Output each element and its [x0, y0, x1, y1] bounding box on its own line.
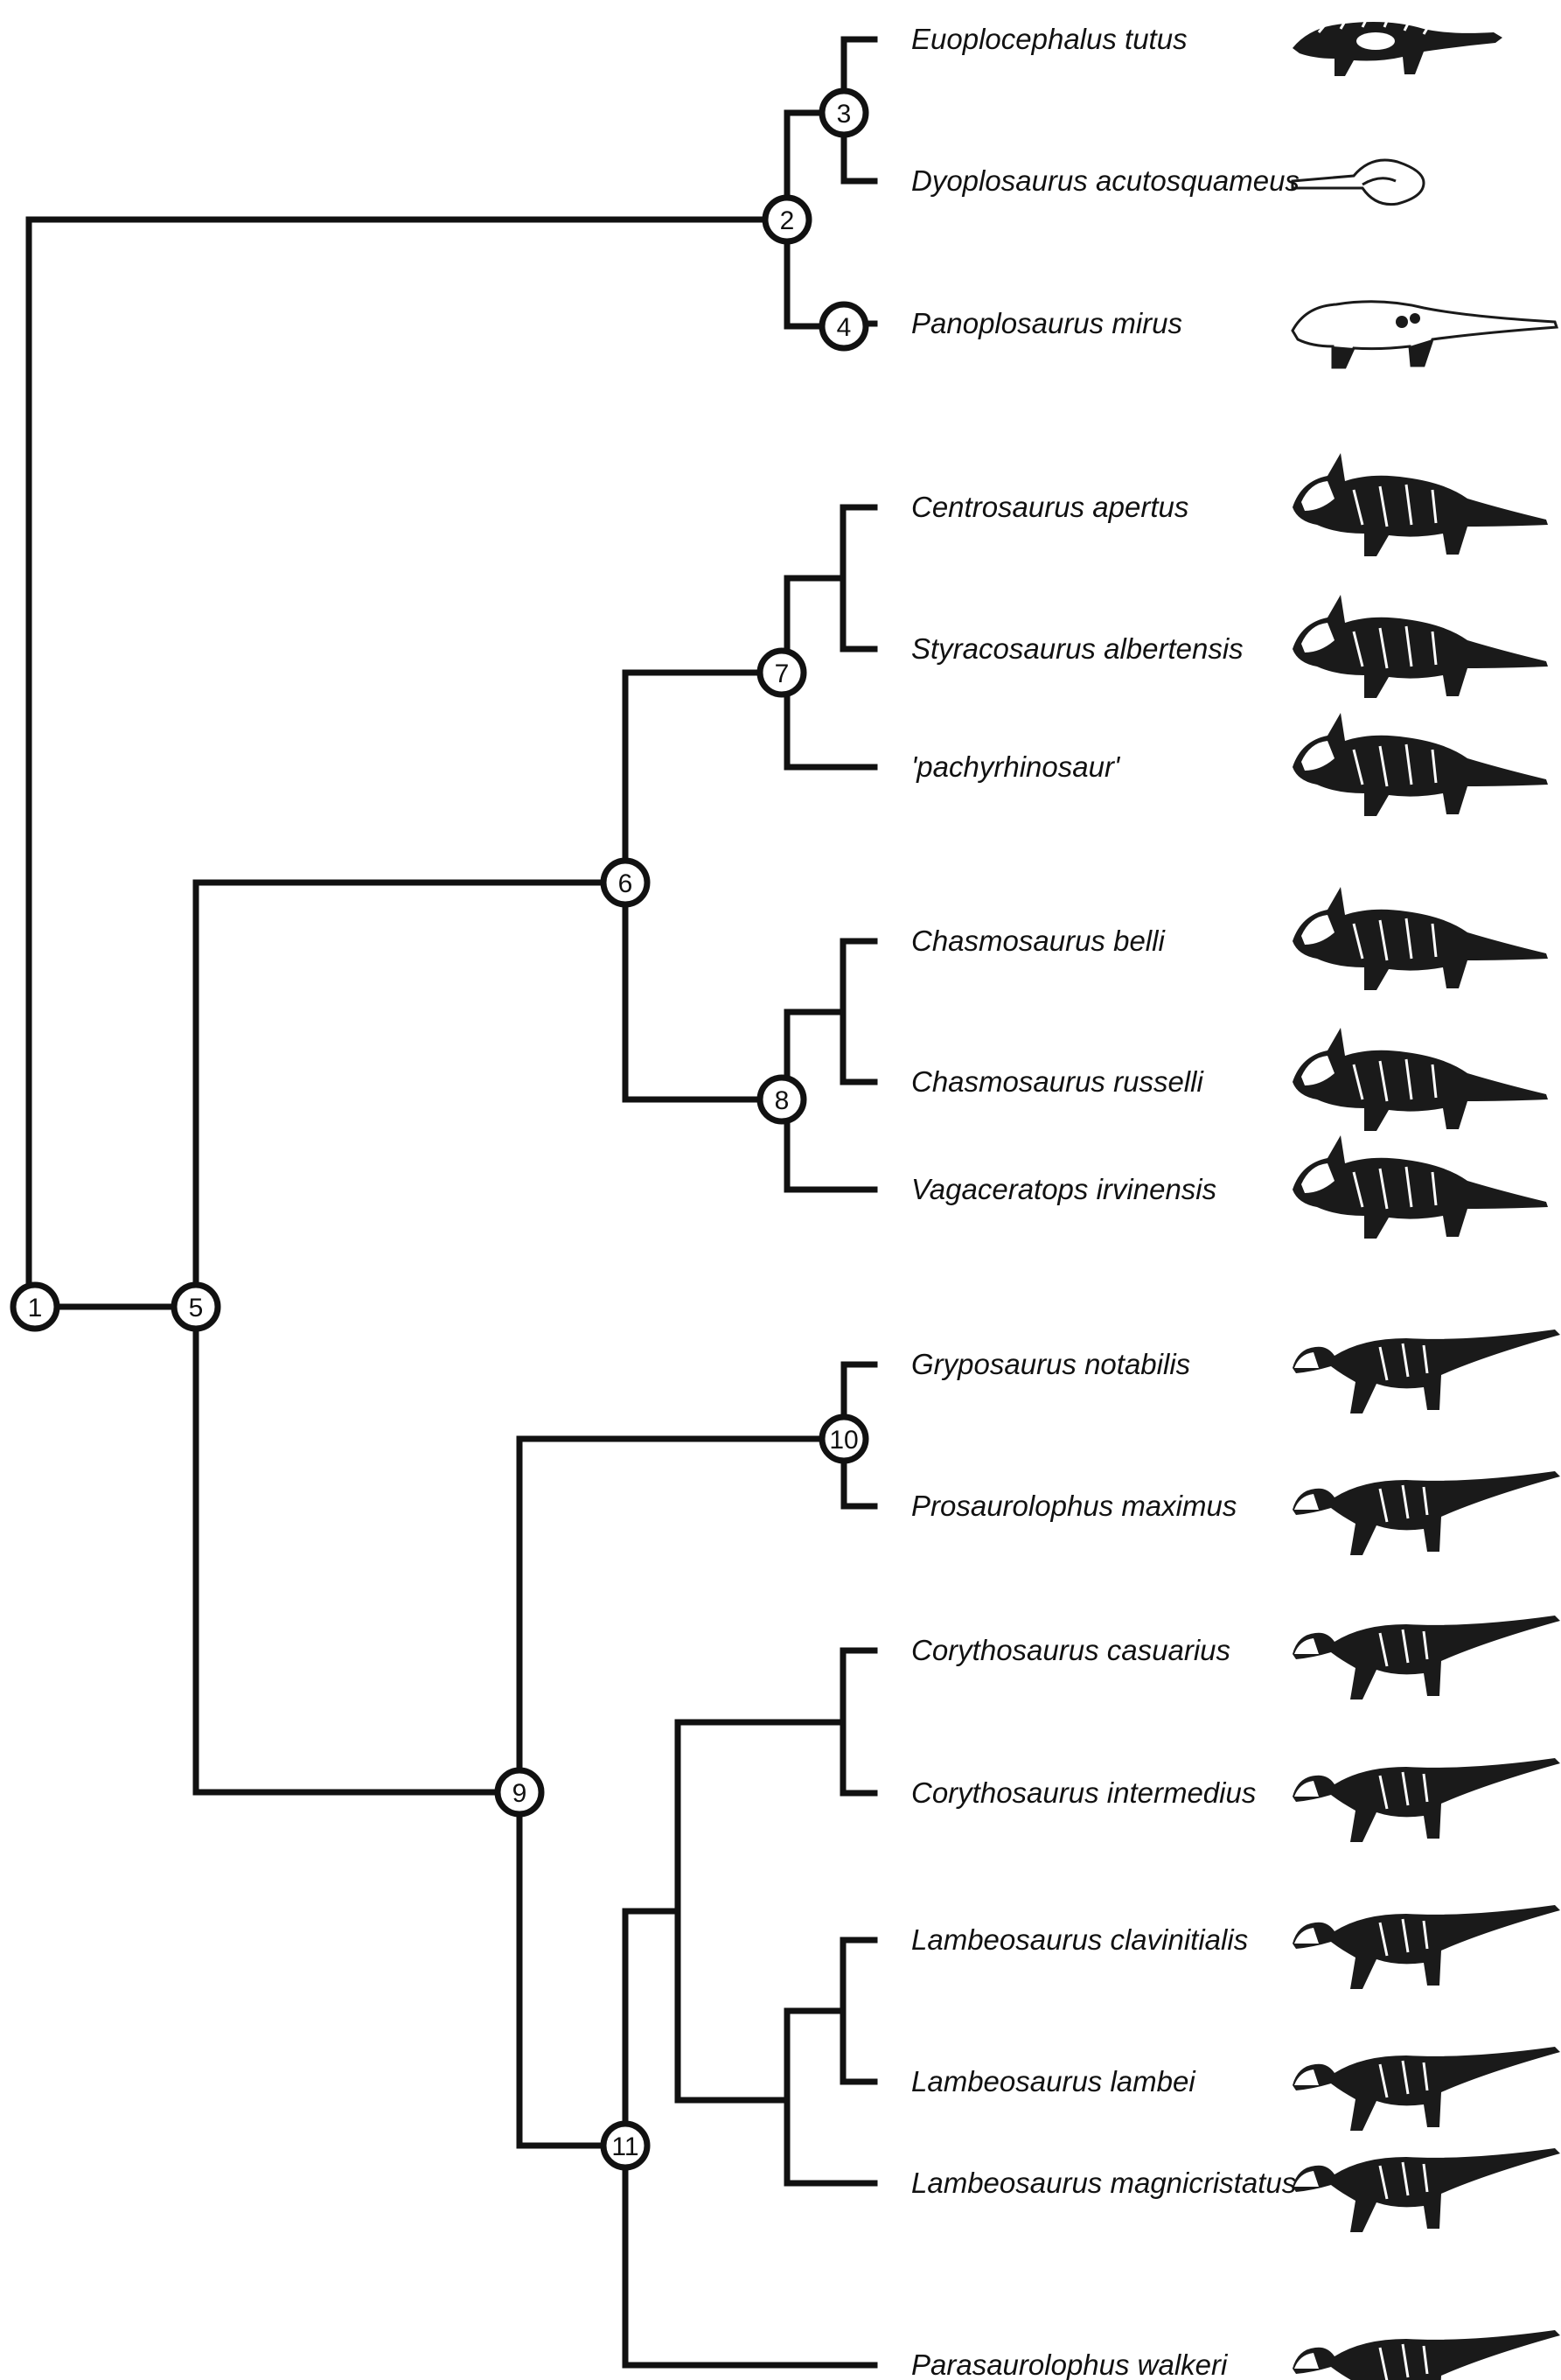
node-5: 5	[171, 1281, 221, 1332]
taxon-label: Lambeosaurus lambei	[911, 2065, 1196, 2097]
node-9: 9	[494, 1767, 545, 1818]
taxon-label: Lambeosaurus magnicristatus	[911, 2167, 1296, 2199]
silhouette-ankylosaur-tail	[1291, 158, 1425, 206]
silhouette-ceratopsian	[1293, 887, 1548, 990]
node-label: 5	[189, 1294, 204, 1323]
taxon-label: Corythosaurus casuarius	[911, 1634, 1230, 1666]
node-label: 6	[618, 869, 633, 898]
node-label: 8	[775, 1086, 790, 1115]
taxon-label: Panoplosaurus mirus	[911, 307, 1182, 339]
taxon-label: Centrosaurus apertus	[911, 491, 1188, 523]
node-circle	[756, 647, 807, 698]
node-4: 4	[819, 301, 869, 352]
taxon-label: Gryposaurus notabilis	[911, 1348, 1190, 1380]
silhouette-hadrosaur	[1293, 1330, 1560, 1413]
node-7: 7	[756, 647, 807, 698]
taxon-label: Euoplocephalus tutus	[911, 23, 1188, 55]
node-circle	[171, 1281, 221, 1332]
tree-branches	[25, 36, 878, 2369]
node-3: 3	[819, 87, 869, 138]
node-8: 8	[756, 1074, 807, 1125]
taxon-label: Lambeosaurus clavinitialis	[911, 1923, 1248, 1956]
silhouette-hadrosaur	[1293, 1471, 1560, 1555]
node-circle	[600, 857, 651, 908]
node-label: 11	[611, 2132, 638, 2161]
silhouette-ceratopsian	[1293, 1028, 1548, 1131]
taxon-label: Dyoplosaurus acutosquameus	[911, 164, 1300, 197]
silhouette-ceratopsian	[1293, 595, 1548, 698]
taxon-label: Corythosaurus intermedius	[911, 1776, 1256, 1809]
silhouette-nodosaur	[1291, 300, 1559, 369]
silhouette-ceratopsian	[1293, 713, 1548, 816]
node-label: 1	[28, 1294, 43, 1323]
silhouette-ceratopsian	[1293, 1135, 1548, 1239]
taxon-label: 'pachyrhinosaur'	[911, 750, 1121, 783]
taxon-silhouettes	[1291, 16, 1560, 2380]
silhouette-hadrosaur	[1293, 1905, 1560, 1989]
node-label: 7	[775, 660, 790, 688]
node-circle	[10, 1281, 60, 1332]
node-label: 10	[829, 1426, 858, 1455]
taxon-label: Styracosaurus albertensis	[911, 632, 1244, 665]
silhouette-hadrosaur	[1293, 2330, 1560, 2380]
node-label: 4	[837, 313, 852, 342]
node-circle	[600, 2120, 651, 2171]
node-label: 9	[512, 1779, 527, 1808]
taxon-label: Chasmosaurus belli	[911, 925, 1166, 957]
taxon-label: Chasmosaurus russelli	[911, 1065, 1204, 1098]
taxon-label: Prosaurolophus maximus	[911, 1490, 1237, 1522]
node-2: 2	[762, 194, 812, 245]
node-circle	[819, 87, 869, 138]
node-label: 3	[837, 100, 852, 129]
silhouette-hadrosaur	[1293, 2148, 1560, 2232]
silhouette-hadrosaur	[1293, 1616, 1560, 1700]
node-circle	[762, 194, 812, 245]
silhouette-ankylosaur	[1293, 16, 1502, 76]
node-11: 11	[600, 2120, 651, 2171]
node-1: 1	[10, 1281, 60, 1332]
node-circle	[819, 1413, 869, 1464]
node-circle	[819, 301, 869, 352]
taxon-label: Vagaceratops irvinensis	[911, 1173, 1216, 1205]
node-6: 6	[600, 857, 651, 908]
node-10: 10	[819, 1413, 869, 1464]
silhouette-hadrosaur	[1293, 1758, 1560, 1842]
silhouette-hadrosaur	[1293, 2047, 1560, 2131]
node-circle	[756, 1074, 807, 1125]
tree-nodes: 1 2 3 4 5 6 7 8 9 10 11	[10, 87, 869, 2171]
taxon-label: Parasaurolophus walkeri	[911, 2349, 1229, 2380]
node-label: 2	[780, 206, 795, 235]
node-circle	[494, 1767, 545, 1818]
silhouette-ceratopsian	[1293, 453, 1548, 556]
